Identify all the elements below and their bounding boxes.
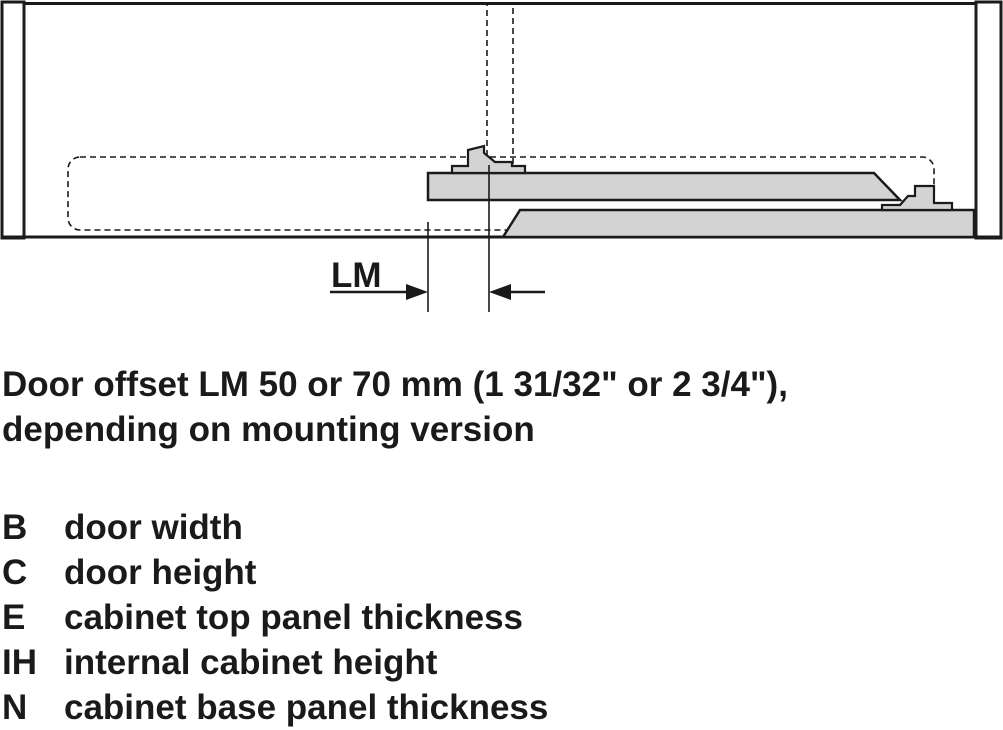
lm-arrow-left-head (406, 284, 428, 300)
legend-key: E (2, 598, 26, 637)
legend: B door width C door height E cabinet top… (2, 505, 548, 730)
legend-desc: door height (64, 553, 257, 592)
dashed-door-outline (486, 3, 514, 165)
legend-key: B (2, 508, 28, 547)
legend-item: N cabinet base panel thickness (2, 685, 548, 730)
legend-item: B door width (2, 505, 548, 550)
upper-hinge-bracket (450, 144, 527, 175)
legend-item: E cabinet top panel thickness (2, 595, 548, 640)
left-side-panel (0, 0, 26, 240)
lm-dimension-label: LM (331, 256, 382, 295)
legend-desc: cabinet top panel thickness (64, 598, 523, 637)
caption-line-1: Door offset LM 50 or 70 mm (1 31/32" or … (2, 365, 788, 404)
legend-desc: door width (64, 508, 243, 547)
legend-desc: cabinet base panel thickness (64, 688, 549, 727)
legend-key: N (2, 688, 28, 727)
legend-key: C (2, 553, 28, 592)
right-side-panel (974, 0, 1003, 240)
caption-line-2: depending on mounting version (2, 410, 535, 449)
legend-item: IH internal cabinet height (2, 640, 548, 685)
legend-key: IH (2, 643, 37, 682)
caption: Door offset LM 50 or 70 mm (1 31/32" or … (2, 362, 788, 452)
lm-arrow-right-head (489, 284, 511, 300)
lower-door-panel (500, 208, 976, 239)
legend-desc: internal cabinet height (64, 643, 438, 682)
lower-hinge-bracket (880, 184, 954, 212)
upper-door-panel (426, 171, 903, 202)
legend-item: C door height (2, 550, 548, 595)
cabinet-diagram: LM (0, 0, 1003, 312)
